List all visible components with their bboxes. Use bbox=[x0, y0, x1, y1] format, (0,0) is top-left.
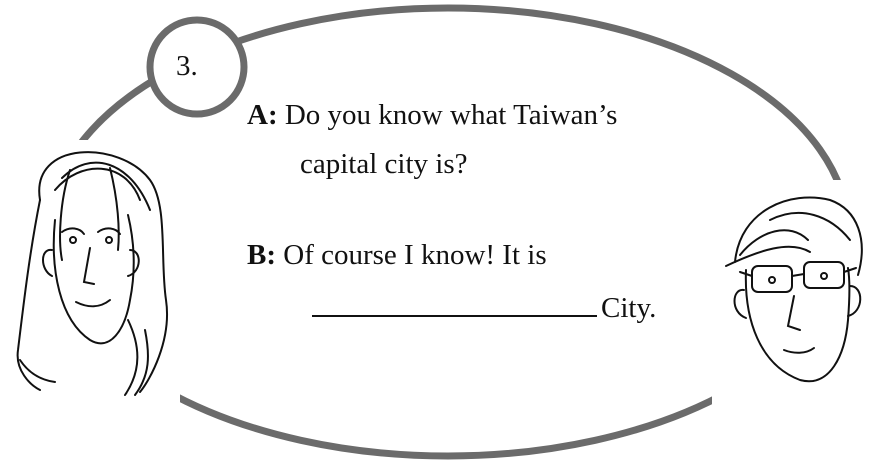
speaker-b-label: B: bbox=[247, 239, 276, 271]
answer-suffix: City. bbox=[601, 292, 657, 324]
speaker-a-line: A: Do you know what Taiwan’s bbox=[247, 98, 617, 132]
woman-face-icon bbox=[0, 140, 180, 410]
speaker-a-text-2: capital city is? bbox=[300, 148, 468, 180]
speaker-a-label: A: bbox=[247, 99, 278, 131]
number-circle bbox=[146, 16, 248, 118]
problem-number: 3. bbox=[176, 50, 198, 82]
answer-blank[interactable] bbox=[312, 289, 597, 317]
speaker-b-text-1: Of course I know! It is bbox=[283, 239, 547, 271]
answer-line: City. bbox=[312, 289, 656, 325]
speaker-a-text-1: Do you know what Taiwan’s bbox=[284, 99, 618, 131]
man-with-glasses-face-icon bbox=[712, 180, 874, 410]
speaker-b-line: B: Of course I know! It is bbox=[247, 238, 547, 272]
